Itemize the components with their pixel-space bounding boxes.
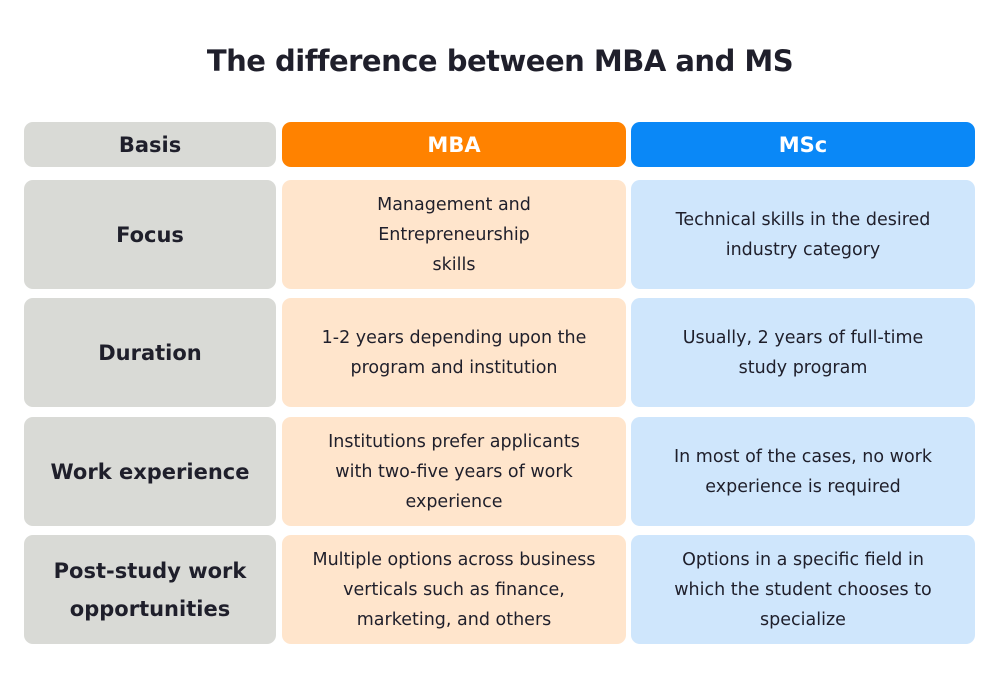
header-msc: MSc	[631, 122, 975, 167]
header-basis: Basis	[24, 122, 276, 167]
row-msc: Usually, 2 years of full-time study prog…	[631, 298, 975, 407]
row-mba: Management and Entrepreneurship skills	[282, 180, 626, 289]
row-mba: Institutions prefer applicants with two-…	[282, 417, 626, 526]
row-mba: 1-2 years depending upon the program and…	[282, 298, 626, 407]
row-basis: Duration	[24, 298, 276, 407]
row-msc: In most of the cases, no work experience…	[631, 417, 975, 526]
row-msc: Technical skills in the desired industry…	[631, 180, 975, 289]
page-title: The difference between MBA and MS	[206, 44, 794, 78]
row-basis: Post-study work opportunities	[24, 535, 276, 644]
row-msc: Options in a specific field in which the…	[631, 535, 975, 644]
row-basis: Focus	[24, 180, 276, 289]
row-mba: Multiple options across business vertica…	[282, 535, 626, 644]
header-mba: MBA	[282, 122, 626, 167]
row-basis: Work experience	[24, 417, 276, 526]
